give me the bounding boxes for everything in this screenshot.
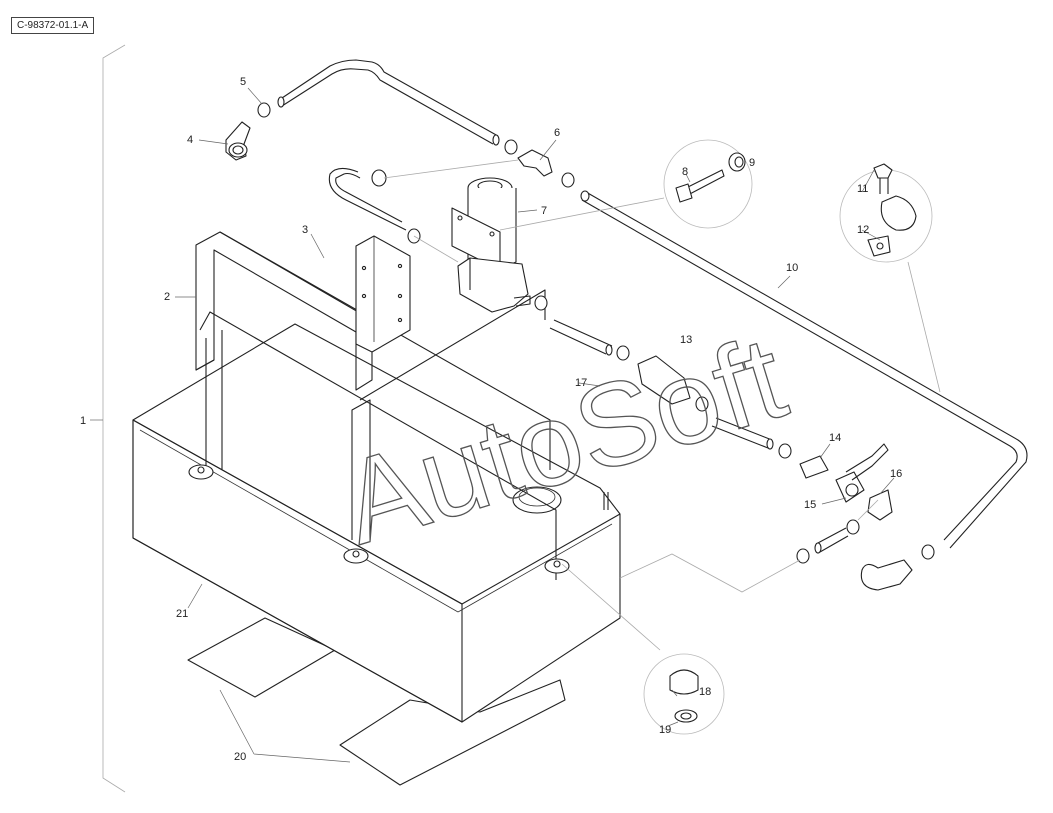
short-hose-part xyxy=(549,319,849,554)
upper-hose-part xyxy=(277,59,500,146)
callout-15: 15 xyxy=(804,499,816,511)
callout-16: 16 xyxy=(890,468,902,480)
callout-20: 20 xyxy=(234,751,246,763)
mounting-plate-part xyxy=(355,235,411,353)
elbow-connector-part xyxy=(860,559,913,591)
callout-21: 21 xyxy=(176,608,188,620)
tee-fitting-part xyxy=(517,149,553,177)
callout-12: 12 xyxy=(857,224,869,236)
callout-8: 8 xyxy=(682,166,688,178)
assembly-bracket xyxy=(90,44,126,793)
mounting-frame-part xyxy=(188,231,570,580)
callout-19: 19 xyxy=(659,724,671,736)
bolt-detail-bubble xyxy=(663,139,753,229)
clamp-detail-bubble xyxy=(839,163,933,263)
callout-17: 17 xyxy=(575,377,587,389)
callout-labels: 1 2 3 4 5 6 7 8 9 10 11 12 13 14 15 16 1… xyxy=(80,76,902,763)
hydraulic-pump-part xyxy=(451,177,531,313)
callout-7: 7 xyxy=(541,205,547,217)
callout-6: 6 xyxy=(554,127,560,139)
callout-1: 1 xyxy=(80,415,86,427)
callout-9: 9 xyxy=(749,157,755,169)
assembly-guide-lines xyxy=(383,159,941,651)
callout-leaders xyxy=(175,87,895,763)
callout-14: 14 xyxy=(829,432,841,444)
pressure-line-part xyxy=(580,190,1028,549)
callout-3: 3 xyxy=(302,224,308,236)
callout-2: 2 xyxy=(164,291,170,303)
ball-valve-part xyxy=(799,443,893,521)
drawing-reference-code: C-98372-01.1-A xyxy=(11,17,95,34)
callout-18: 18 xyxy=(699,686,711,698)
callout-13: 13 xyxy=(680,334,692,346)
callout-11: 11 xyxy=(857,183,868,195)
drain-plug-detail-bubble xyxy=(643,653,725,735)
return-hose-part xyxy=(328,167,407,231)
callout-4: 4 xyxy=(187,134,193,146)
callout-10: 10 xyxy=(786,262,798,274)
filter-head-part xyxy=(637,355,691,405)
callout-5: 5 xyxy=(240,76,246,88)
elbow-fitting-part xyxy=(225,121,251,161)
hose-clamp-part xyxy=(257,102,935,564)
